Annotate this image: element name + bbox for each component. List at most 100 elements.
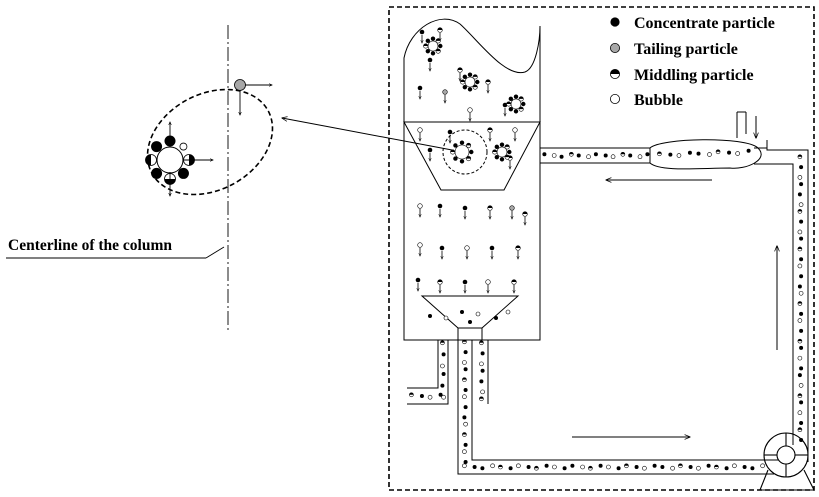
- concentrate-particle: [427, 147, 433, 153]
- bubble: [552, 464, 557, 470]
- concentrate-particle: [562, 466, 567, 471]
- recirculation-pipe: [540, 111, 809, 462]
- middling-particle: [506, 101, 512, 107]
- legend-item-tailing: Tailing particle: [610, 41, 738, 58]
- concentrate-particle: [415, 277, 421, 283]
- concentrate-particle: [797, 192, 802, 197]
- legend: Concentrate particle Tailing particle Mi…: [610, 15, 775, 109]
- concentrate-particle: [425, 38, 431, 44]
- concentrate-particle: [479, 379, 484, 384]
- concentrate-particle: [463, 460, 468, 464]
- concentrate-particle: [799, 400, 804, 405]
- concentrate-particle: [463, 387, 468, 392]
- legend-tailing-label: Tailing particle: [634, 41, 738, 58]
- middling-particle: [423, 43, 429, 49]
- bubble-icon: [610, 94, 621, 105]
- concentrate-particle: [462, 205, 468, 211]
- concentrate-particle: [463, 350, 468, 355]
- concentrate-particle: [799, 438, 804, 442]
- concentrate-particle: [419, 29, 425, 35]
- middling-particle: [797, 246, 803, 252]
- concentrate-particle: [628, 153, 633, 158]
- concentrate-particle: [489, 245, 495, 251]
- middling-particle: [511, 279, 517, 285]
- concentrate-particle: [480, 351, 485, 356]
- concentrate-particle: [508, 96, 514, 102]
- middling-particle: [435, 48, 441, 54]
- bubble: [642, 465, 647, 471]
- middling-particle: [462, 339, 467, 345]
- concentrate-particle: [696, 151, 701, 156]
- concentrate-particle: [425, 48, 431, 54]
- concentrate-particle: [467, 72, 473, 77]
- bubble: [797, 175, 803, 180]
- concentrate-particle: [462, 415, 467, 420]
- concentrate-particle: [440, 383, 445, 388]
- concentrate-particle: [799, 257, 804, 262]
- middling-particle: [569, 152, 574, 157]
- flow-arrows: [572, 116, 777, 437]
- concentrate-particle: [472, 465, 477, 469]
- bubble: [480, 389, 485, 395]
- middling-particle: [797, 209, 803, 214]
- concentrate-particle: [417, 85, 423, 91]
- bubble: [475, 311, 481, 317]
- concentrate-particle: [634, 465, 639, 469]
- legend-concentrate-label: Concentrate particle: [634, 15, 775, 32]
- concentrate-particle: [799, 366, 804, 371]
- bubble: [479, 361, 484, 367]
- concentrate-particle: [799, 165, 804, 170]
- concentrate-particle: [797, 284, 802, 289]
- middling-particle: [678, 463, 683, 469]
- concentrate-particle: [494, 316, 498, 320]
- concentrate-particle: [507, 149, 512, 155]
- middling-particle: [437, 27, 443, 33]
- middling-particle: [437, 279, 443, 285]
- concentrate-particle: [706, 463, 711, 468]
- middling-particle: [504, 144, 510, 150]
- middling-particle: [462, 432, 467, 437]
- middling-particle: [522, 211, 528, 217]
- concentrate-particle: [799, 345, 804, 350]
- middling-particle: [466, 156, 472, 162]
- concentrate-particle: [438, 43, 443, 49]
- middling-particle: [472, 74, 478, 80]
- middling-particle: [492, 149, 498, 155]
- middling-particle: [460, 79, 466, 85]
- tailing-particle: [509, 205, 515, 211]
- tailing-particle: [442, 89, 448, 95]
- concentrate-particle: [459, 159, 465, 164]
- concentrate-particle: [441, 372, 446, 376]
- middling-particle: [472, 84, 478, 90]
- bubble: [490, 463, 495, 469]
- bubble: [485, 279, 491, 285]
- bubble: [735, 151, 740, 156]
- concentrate-particle: [799, 219, 804, 224]
- concentrate-particle: [463, 367, 468, 372]
- concentrate-particle: [799, 328, 804, 333]
- concentrate-particle: [499, 157, 505, 162]
- flotation-column: [403, 18, 778, 475]
- bubble: [440, 363, 445, 369]
- concentrate-particle: [469, 149, 474, 155]
- concentrate-particle: [570, 463, 575, 468]
- concentrate-particle: [593, 152, 598, 157]
- concentrate-particle: [467, 87, 473, 92]
- bubble: [551, 153, 557, 158]
- middling-particle: [518, 106, 524, 112]
- bubble: [610, 154, 616, 159]
- system-boundary: [388, 6, 815, 491]
- concentrate-particle: [468, 320, 472, 324]
- concentrate-particle: [437, 203, 443, 209]
- middling-particle: [624, 463, 629, 469]
- bubble: [505, 309, 511, 315]
- middling-particle: [714, 464, 719, 470]
- concentrate-particle: [660, 465, 665, 469]
- concentrate-particle: [508, 466, 513, 471]
- concentrate-particle: [688, 465, 693, 469]
- concentrate-particle: [494, 144, 500, 150]
- zoom-leader-line: [282, 118, 453, 151]
- bubble: [417, 127, 423, 133]
- legend-item-bubble: Bubble: [610, 92, 683, 109]
